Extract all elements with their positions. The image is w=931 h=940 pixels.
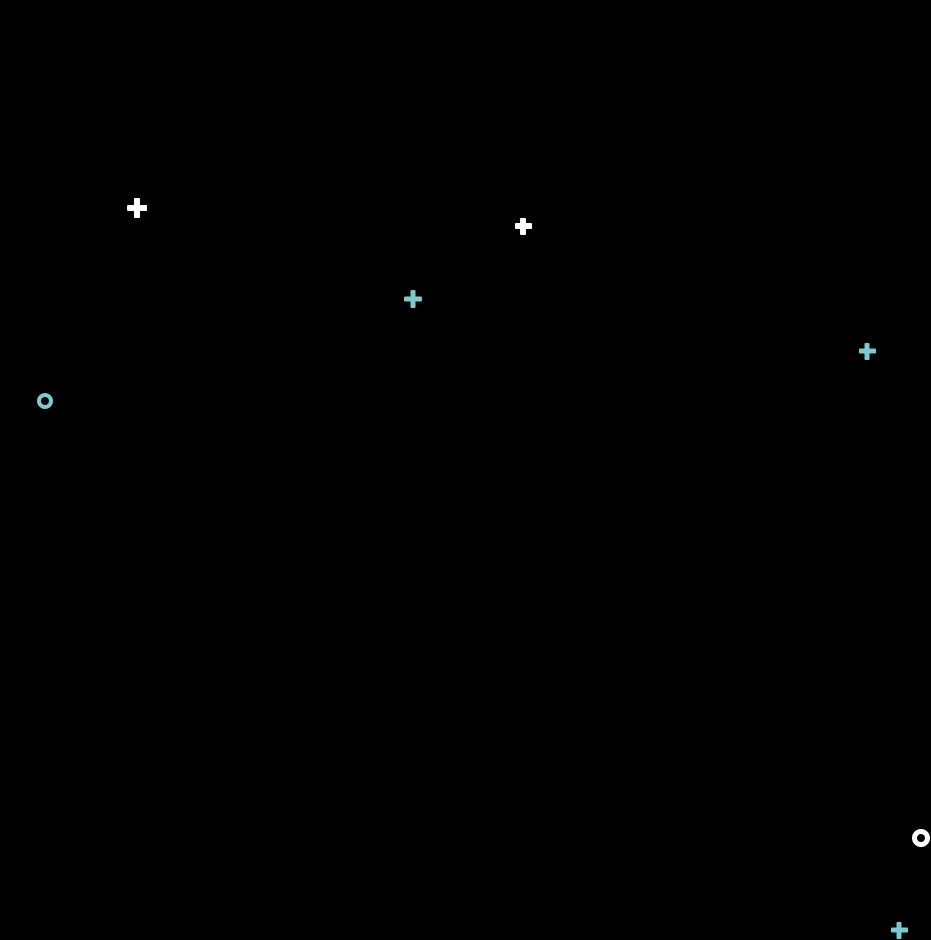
teal-ring-marker[interactable] xyxy=(37,393,53,409)
plus-vertical-bar xyxy=(134,198,140,218)
teal-plus-marker[interactable] xyxy=(404,290,422,308)
plus-vertical-bar xyxy=(410,290,416,308)
plus-vertical-bar xyxy=(896,921,902,939)
plus-vertical-bar xyxy=(520,217,526,235)
teal-plus-marker[interactable] xyxy=(858,342,876,360)
white-plus-marker[interactable] xyxy=(514,217,532,235)
plus-vertical-bar xyxy=(864,342,870,360)
teal-plus-marker[interactable] xyxy=(890,921,908,939)
white-plus-marker[interactable] xyxy=(127,198,147,218)
white-ring-marker[interactable] xyxy=(912,829,930,847)
